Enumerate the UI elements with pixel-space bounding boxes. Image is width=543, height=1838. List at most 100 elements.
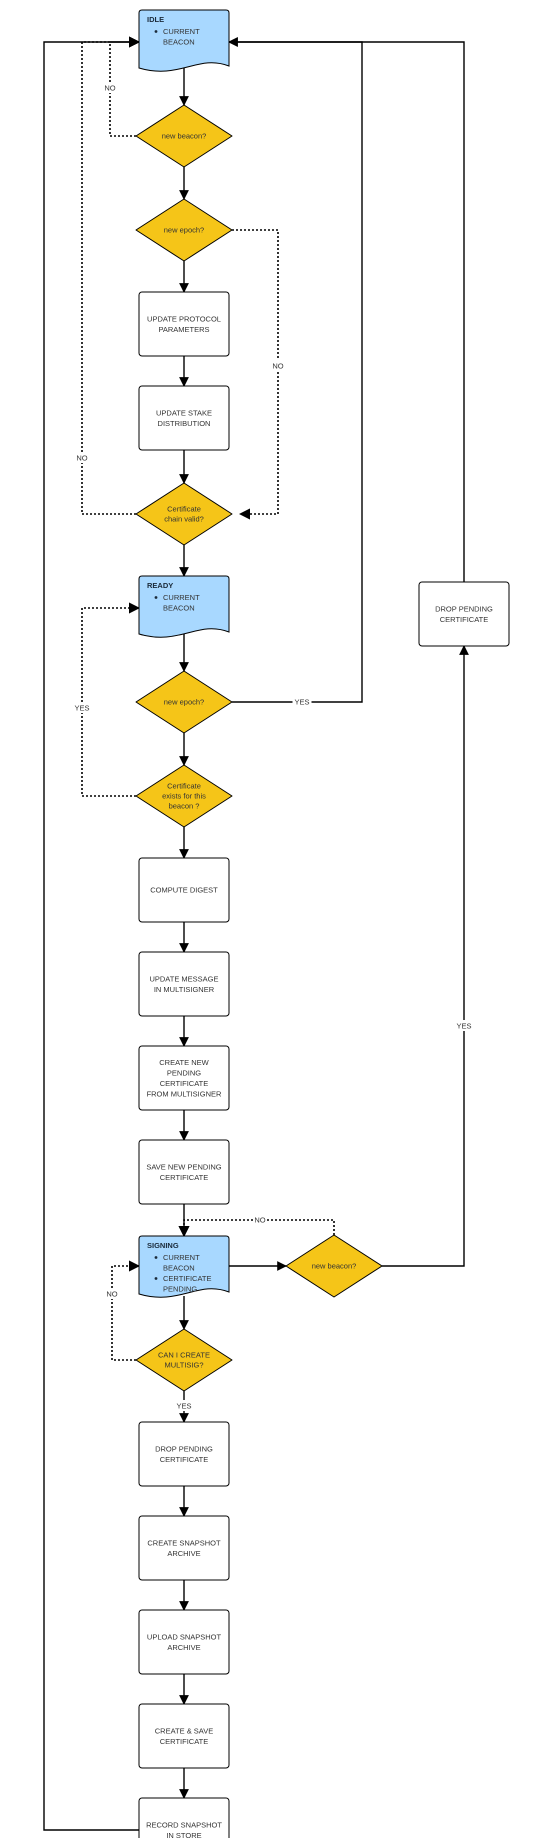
process-box bbox=[138, 1609, 230, 1675]
decision-certificate-chain-valid-line: chain valid? bbox=[164, 515, 204, 524]
process-box bbox=[138, 1421, 230, 1487]
process-create-new-pending-certificate-line: CERTIFICATE bbox=[160, 1079, 208, 1088]
process-box bbox=[138, 1797, 230, 1838]
process-update-protocol-parameters-line: UPDATE PROTOCOL bbox=[147, 314, 221, 323]
process-record-snapshot: RECORD SNAPSHOT IN STORE bbox=[138, 1797, 230, 1838]
decision-new-beacon-2: new beacon? bbox=[285, 1234, 383, 1298]
edge-label-no-new-beacon: NO bbox=[104, 84, 115, 93]
process-box bbox=[138, 291, 230, 357]
process-save-new-pending-certificate-line: SAVE NEW PENDING bbox=[146, 1162, 221, 1171]
process-drop-pending-certificate-line: CERTIFICATE bbox=[160, 1455, 208, 1464]
state-signing-item-line: BEACON bbox=[163, 1264, 195, 1273]
decision-new-beacon-2-line: new beacon? bbox=[312, 1262, 357, 1271]
process-compute-digest-line: COMPUTE DIGEST bbox=[150, 886, 218, 895]
decision-certificate-exists-line: Certificate bbox=[167, 782, 201, 791]
state-idle-item-line: CURRENT bbox=[163, 27, 200, 36]
state-shape bbox=[138, 1235, 230, 1298]
process-box bbox=[418, 581, 510, 647]
decision-certificate-chain-valid-line: Certificate bbox=[167, 505, 201, 514]
decision-diamond bbox=[135, 764, 233, 828]
process-create-snapshot-archive-line: CREATE SNAPSHOT bbox=[147, 1538, 221, 1547]
edge-chain-invalid-to-idle bbox=[81, 36, 141, 515]
edge-label-bg bbox=[105, 1288, 119, 1299]
edge-record-snapshot-to-idle bbox=[43, 37, 140, 1831]
decision-certificate-exists-line: exists for this bbox=[162, 792, 206, 801]
state-shape bbox=[138, 9, 230, 72]
state-ready-title: READY bbox=[147, 581, 173, 590]
state-signing-item-line: CURRENT bbox=[163, 1253, 200, 1262]
edge-label-yes-new-beacon-signing: YES bbox=[456, 1022, 471, 1031]
edge-label-bg bbox=[253, 1214, 267, 1225]
edge-label-yes-certificate-exists: YES bbox=[74, 704, 89, 713]
process-create-new-pending-certificate-line: CREATE NEW bbox=[159, 1058, 209, 1067]
edge-label-bg bbox=[174, 1400, 194, 1411]
process-upload-snapshot-archive-line: UPLOAD SNAPSHOT bbox=[147, 1632, 222, 1641]
process-update-message-line: IN MULTISIGNER bbox=[154, 985, 215, 994]
state-ready-item-line: CURRENT bbox=[163, 593, 200, 602]
process-drop-pending-certificate: DROP PENDING CERTIFICATE bbox=[138, 1421, 230, 1487]
edge-label-no-chain-invalid: NO bbox=[76, 454, 87, 463]
state-signing-item-line: PENDING bbox=[163, 1285, 197, 1294]
bullet-icon bbox=[154, 1277, 158, 1280]
edge-label-no-new-beacon-signing: NO bbox=[254, 1216, 265, 1225]
state-ready-item-line: BEACON bbox=[163, 604, 195, 613]
bullet-icon bbox=[154, 1256, 158, 1259]
decision-new-epoch-1: new epoch? bbox=[135, 198, 233, 262]
process-save-new-pending-certificate-line: CERTIFICATE bbox=[160, 1173, 208, 1182]
process-compute-digest: COMPUTE DIGEST bbox=[138, 857, 230, 923]
decision-diamond bbox=[135, 670, 233, 734]
decision-diamond bbox=[135, 198, 233, 262]
process-create-new-pending-certificate-line: FROM MULTISIGNER bbox=[147, 1089, 222, 1098]
edge-label-bg bbox=[454, 1020, 474, 1031]
process-save-new-pending-certificate: SAVE NEW PENDING CERTIFICATE bbox=[138, 1139, 230, 1205]
process-box bbox=[138, 1139, 230, 1205]
edge-label-yes-can-multisig: YES bbox=[176, 1402, 191, 1411]
edge-label-bg bbox=[72, 702, 92, 713]
edge-label-bg bbox=[103, 82, 117, 93]
process-create-save-certificate: CREATE & SAVE CERTIFICATE bbox=[138, 1703, 230, 1769]
process-create-save-certificate-line: CREATE & SAVE bbox=[155, 1726, 214, 1735]
edge-no-multisig-to-signing bbox=[111, 1260, 141, 1361]
edge-no-new-epoch-to-chain-valid bbox=[232, 229, 279, 520]
decision-new-epoch-1-line: new epoch? bbox=[164, 226, 204, 235]
process-record-snapshot-line: RECORD SNAPSHOT bbox=[146, 1820, 222, 1829]
process-drop-pending-certificate-right-line: CERTIFICATE bbox=[440, 615, 488, 624]
process-create-snapshot-archive: CREATE SNAPSHOT ARCHIVE bbox=[138, 1515, 230, 1581]
process-drop-pending-certificate-line: DROP PENDING bbox=[155, 1444, 213, 1453]
process-record-snapshot-line: IN STORE bbox=[166, 1831, 201, 1838]
edge-label-bg bbox=[75, 452, 89, 463]
edge-label-no-new-epoch: NO bbox=[272, 362, 283, 371]
process-upload-snapshot-archive: UPLOAD SNAPSHOT ARCHIVE bbox=[138, 1609, 230, 1675]
process-upload-snapshot-archive-line: ARCHIVE bbox=[167, 1643, 200, 1652]
process-create-save-certificate-line: CERTIFICATE bbox=[160, 1737, 208, 1746]
process-update-message-line: UPDATE MESSAGE bbox=[149, 974, 218, 983]
decision-diamond bbox=[285, 1234, 383, 1298]
decision-diamond bbox=[135, 1328, 233, 1392]
process-box bbox=[138, 1515, 230, 1581]
edge-label-no-cannot-multisig: NO bbox=[106, 1290, 117, 1299]
process-box bbox=[138, 385, 230, 451]
state-signing-title: SIGNING bbox=[147, 1241, 179, 1250]
process-update-stake-distribution-line: UPDATE STAKE bbox=[156, 408, 212, 417]
edge-yes-new-epoch-to-idle bbox=[228, 37, 363, 703]
edge-yes-new-beacon-2-to-drop bbox=[382, 645, 469, 1267]
decision-can-create-multisig-line: MULTISIG? bbox=[164, 1361, 203, 1370]
process-create-new-pending-certificate-line: PENDING bbox=[167, 1068, 201, 1077]
state-ready: READY CURRENT BEACON bbox=[138, 575, 230, 638]
state-idle-item-line: BEACON bbox=[163, 38, 195, 47]
edge-drop-right-to-idle bbox=[228, 37, 465, 582]
decision-certificate-exists-line: beacon ? bbox=[169, 802, 200, 811]
decision-new-epoch-2-line: new epoch? bbox=[164, 698, 204, 707]
process-box bbox=[138, 857, 230, 923]
bullet-icon bbox=[154, 596, 158, 599]
process-create-snapshot-archive-line: ARCHIVE bbox=[167, 1549, 200, 1558]
state-shape bbox=[138, 575, 230, 638]
